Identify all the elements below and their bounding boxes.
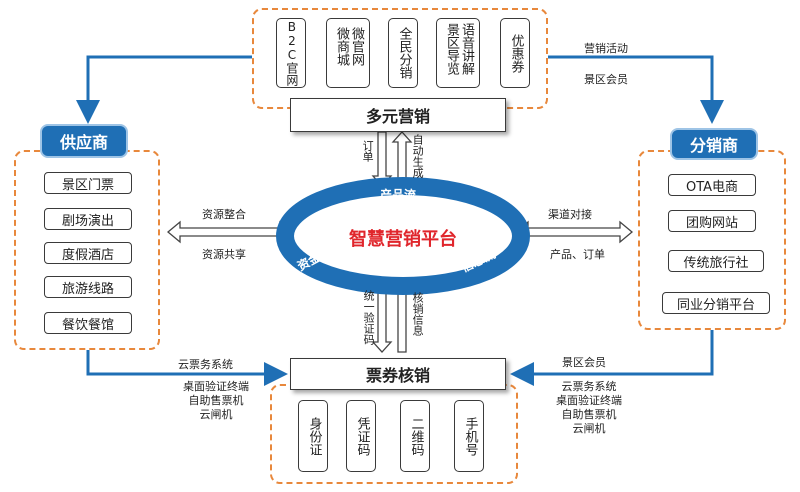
supplier-item[interactable]: 旅游线路 [44,276,132,298]
left-terminal-item: 桌面验证终端 [183,380,249,393]
arrow-top-to-supplier [76,55,252,124]
right-terminal-item: 桌面验证终端 [556,394,622,407]
bottom-item-phone-label: 手机号 [462,416,478,456]
bottom-item-qrcode[interactable]: 二维码 [400,400,430,472]
top-title: 多元营销 [365,107,430,126]
platform-ring [276,177,530,295]
top-item-distribution-label: 全民分销 [396,27,412,79]
bottom-title-box[interactable]: 票券核销 [290,358,506,390]
label-resource-sharing: 资源共享 [202,248,246,261]
label-marketing-activity: 营销活动 [584,42,628,55]
distributor-item[interactable]: 团购网站 [668,210,756,232]
platform-title[interactable]: 智慧营销平台 [349,229,457,250]
left-terminal-item: 自助售票机 [188,394,244,407]
right-terminals: 云票务系统 桌面验证终端 自助售票机 云闸机 [544,380,634,436]
left-terminals: 桌面验证终端 自助售票机 云闸机 [176,380,256,422]
bottom-item-phone[interactable]: 手机号 [454,400,484,472]
label-scenic-member-bottom: 景区会员 [562,356,606,369]
double-arrow-right [514,220,634,244]
bottom-item-qrcode-label: 二维码 [408,416,424,456]
top-item-distribution[interactable]: 全民分销 [388,18,418,88]
double-arrow-left [166,220,294,244]
supplier-title[interactable]: 供应商 [40,124,128,158]
top-item-coupon[interactable]: 优惠券 [500,18,530,88]
bottom-title: 票券核销 [365,366,430,385]
supplier-item[interactable]: 度假酒店 [44,242,132,264]
top-item-audio-guide[interactable]: 语音讲解 景区导览 [436,18,480,88]
left-terminal-item: 云闸机 [199,408,233,421]
label-order: 订单 [361,140,375,162]
top-item-wechat[interactable]: 微官网 微商城 [326,18,370,88]
top-title-box[interactable]: 多元营销 [290,98,506,132]
right-terminal-item: 云票务系统 [561,380,617,393]
top-item-wechat-label: 微官网 微商城 [334,27,364,66]
right-terminal-item: 云闸机 [572,422,606,435]
supplier-item[interactable]: 剧场演出 [44,208,132,230]
label-resource-integration: 资源整合 [202,208,246,221]
top-item-audio-guide-label: 语音讲解 景区导览 [444,23,474,75]
label-cloud-ticket-left: 云票务系统 [178,358,233,371]
bottom-item-idcard-label: 身份证 [306,416,322,456]
right-terminal-item: 自助售票机 [561,408,617,421]
distributor-item[interactable]: 同业分销平台 [662,292,770,314]
arrow-supplier-to-bottom [86,350,288,386]
distributor-item[interactable]: OTA电商 [668,174,756,196]
bottom-item-voucher[interactable]: 凭证码 [346,400,376,472]
distributor-title[interactable]: 分销商 [670,128,758,160]
supplier-item[interactable]: 餐饮餐馆 [44,312,132,334]
top-item-coupon-label: 优惠券 [508,33,524,73]
top-item-b2c[interactable]: B2C官网 [276,18,306,88]
label-auto-generate: 自动生成 [411,134,425,178]
flow-product: 产品流 [380,188,417,202]
arrow-top-to-distributor [548,55,724,124]
bottom-item-idcard[interactable]: 身份证 [298,400,328,472]
supplier-item[interactable]: 景区门票 [44,172,132,194]
label-channel-docking: 渠道对接 [548,208,592,221]
arrow-distributor-to-bottom [510,330,714,386]
label-product-order: 产品、订单 [550,248,605,261]
label-scenic-member-top: 景区会员 [584,73,628,86]
bottom-item-voucher-label: 凭证码 [354,416,370,456]
label-unified-code: 统一验证码 [362,290,376,345]
distributor-item[interactable]: 传统旅行社 [668,250,764,272]
label-verify-info: 核销信息 [411,292,425,336]
top-item-b2c-label: B2C官网 [284,20,299,86]
